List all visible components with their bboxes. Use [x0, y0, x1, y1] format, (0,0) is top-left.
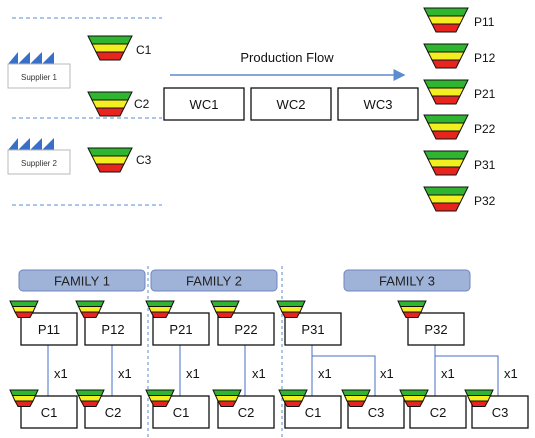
supplier-2-factory: Supplier 2: [7, 138, 71, 175]
product-label: P11: [474, 15, 495, 29]
bom-product-p31: P31: [284, 312, 342, 346]
inventory-c2: C2: [87, 91, 150, 117]
multiplier-label: x1: [441, 366, 455, 381]
workcenter-wc3: WC3: [337, 87, 419, 121]
product-label: P12: [474, 51, 496, 65]
workcenter-wc2: WC2: [250, 87, 332, 121]
multiplier-label: x1: [118, 366, 132, 381]
bom-product-p32: P32: [407, 312, 465, 346]
inventory-icon: [423, 79, 469, 105]
multiplier-labels: x1 x1 x1 x1 x1 x1 x1 x1: [54, 366, 518, 381]
inventory-p21: P21: [423, 79, 496, 105]
multiplier-label: x1: [318, 366, 332, 381]
product-label: P31: [474, 158, 496, 172]
product-label: P31: [301, 322, 324, 337]
family-1-label: FAMILY 1: [54, 274, 110, 289]
inventory-p32: P32: [423, 186, 496, 212]
component-label: C1: [41, 405, 58, 420]
bom-product-p22: P22: [217, 312, 275, 346]
bom-connectors: [47, 345, 499, 396]
inventory-icon: [423, 7, 469, 33]
component-c2-label: C2: [134, 97, 150, 111]
workcenter-wc1: WC1: [163, 87, 245, 121]
inventory-p11: P11: [423, 7, 495, 33]
component-label: C3: [492, 405, 509, 420]
component-label: C3: [368, 405, 385, 420]
inventory-icon: [423, 43, 469, 69]
family-3-banner: FAMILY 3: [343, 269, 471, 292]
inventory-icon: [423, 186, 469, 212]
component-label: C2: [105, 405, 122, 420]
workcenter-label: WC2: [277, 97, 306, 112]
inventory-icon: [423, 114, 469, 140]
inventory-c3: C3: [87, 147, 152, 173]
component-label: C1: [173, 405, 190, 420]
component-label: C1: [305, 405, 322, 420]
inventory-icon: [87, 35, 133, 61]
multiplier-label: x1: [186, 366, 200, 381]
multiplier-label: x1: [380, 366, 394, 381]
component-label: C2: [430, 405, 447, 420]
factory-icon: [8, 52, 70, 66]
product-label: P32: [424, 322, 447, 337]
inventory-icon: [423, 150, 469, 176]
family-3-label: FAMILY 3: [379, 274, 435, 289]
component-label: C2: [238, 405, 255, 420]
product-label: P11: [38, 322, 60, 337]
supplier-2-label: Supplier 2: [21, 159, 58, 168]
inventory-p12: P12: [423, 43, 496, 69]
workcenter-label: WC1: [190, 97, 219, 112]
family-1-banner: FAMILY 1: [18, 269, 146, 292]
inventory-p31: P31: [423, 150, 496, 176]
multiplier-label: x1: [504, 366, 518, 381]
factory-icon: [8, 138, 70, 152]
inventory-icon: [87, 147, 133, 173]
inventory-p22: P22: [423, 114, 496, 140]
multiplier-label: x1: [252, 366, 266, 381]
product-label: P21: [474, 87, 496, 101]
bom-product-p12: P12: [84, 312, 142, 346]
supplier-1-label: Supplier 1: [21, 73, 58, 82]
multiplier-label: x1: [54, 366, 68, 381]
product-label: P22: [474, 122, 496, 136]
component-c3-label: C3: [136, 153, 152, 167]
family-2-label: FAMILY 2: [186, 274, 242, 289]
inventory-c1: C1: [87, 35, 152, 61]
bom-product-p11: P11: [20, 312, 78, 346]
production-flow-label: Production Flow: [240, 50, 334, 65]
product-label: P12: [101, 322, 124, 337]
product-label: P21: [169, 322, 192, 337]
component-c1-label: C1: [136, 43, 152, 57]
product-label: P22: [234, 322, 257, 337]
supplier-1-factory: Supplier 1: [7, 52, 71, 89]
workcenter-label: WC3: [364, 97, 393, 112]
product-label: P32: [474, 194, 496, 208]
family-2-banner: FAMILY 2: [150, 269, 278, 292]
bom-product-p21: P21: [152, 312, 210, 346]
inventory-icon: [87, 91, 133, 117]
